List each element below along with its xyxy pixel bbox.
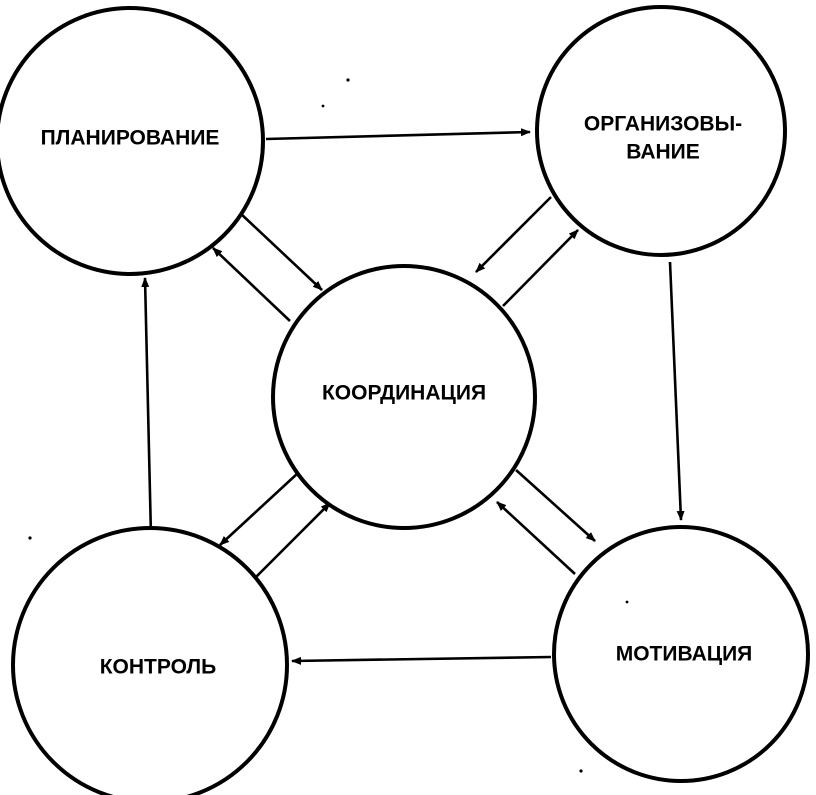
edge-control-to-coordination	[254, 502, 331, 579]
planning-label: ПЛАНИРОВАНИЕ	[41, 127, 220, 150]
node-planning: ПЛАНИРОВАНИЕ	[0, 6, 265, 276]
edges	[141, 128, 685, 665]
edge-motivation-to-coordination	[496, 501, 576, 575]
node-motivation: МОТИВАЦИЯ	[552, 525, 810, 783]
speck	[579, 769, 583, 773]
organizing-label-line2: ВАНИЕ	[626, 141, 700, 164]
node-organizing: ОРГАНИЗОВЫ- ВАНИЕ	[535, 5, 787, 257]
scan-specks	[28, 78, 629, 773]
control-circle	[11, 526, 289, 795]
coordination-label: КООРДИНАЦИЯ	[322, 382, 486, 405]
edge-planning-to-coordination	[239, 212, 323, 291]
organizing-circle	[535, 5, 787, 257]
node-coordination: КООРДИНАЦИЯ	[271, 264, 537, 530]
edge-motivation-to-control	[291, 655, 552, 665]
speck	[28, 536, 32, 540]
edge-coordination-to-motivation	[515, 469, 596, 542]
control-label: КОНТРОЛЬ	[100, 656, 217, 679]
node-control: КОНТРОЛЬ	[11, 526, 289, 795]
edge-coordination-to-planning	[212, 247, 291, 322]
motivation-label: МОТИВАЦИЯ	[616, 643, 753, 666]
speck	[346, 78, 350, 82]
edge-organizing-to-coordination	[475, 196, 552, 273]
edge-organizing-to-motivation	[668, 261, 685, 521]
edge-control-to-planning	[141, 277, 153, 538]
motivation-circle	[552, 525, 810, 783]
organizing-label-line1: ОРГАНИЗОВЫ-	[584, 113, 742, 136]
coordination-circle	[271, 264, 537, 530]
edge-coordination-to-control	[219, 472, 299, 546]
planning-circle	[0, 6, 265, 276]
speck	[625, 600, 629, 604]
speck	[321, 104, 325, 108]
edge-planning-to-organizing	[265, 128, 531, 141]
edge-coordination-to-organizing	[502, 229, 579, 307]
